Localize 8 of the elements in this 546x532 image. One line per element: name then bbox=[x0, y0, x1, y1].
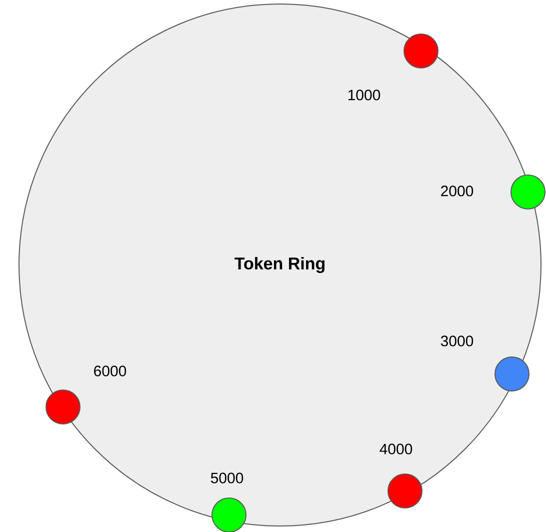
station-dot bbox=[510, 174, 546, 210]
station-label: 1000 bbox=[348, 90, 380, 100]
station-label: 6000 bbox=[94, 366, 126, 376]
station-label: 5000 bbox=[210, 472, 244, 484]
station-label: 2000 bbox=[441, 186, 474, 196]
station-label: 4000 bbox=[380, 444, 412, 454]
station-label: 3000 bbox=[440, 336, 474, 346]
station-dot bbox=[212, 497, 246, 532]
